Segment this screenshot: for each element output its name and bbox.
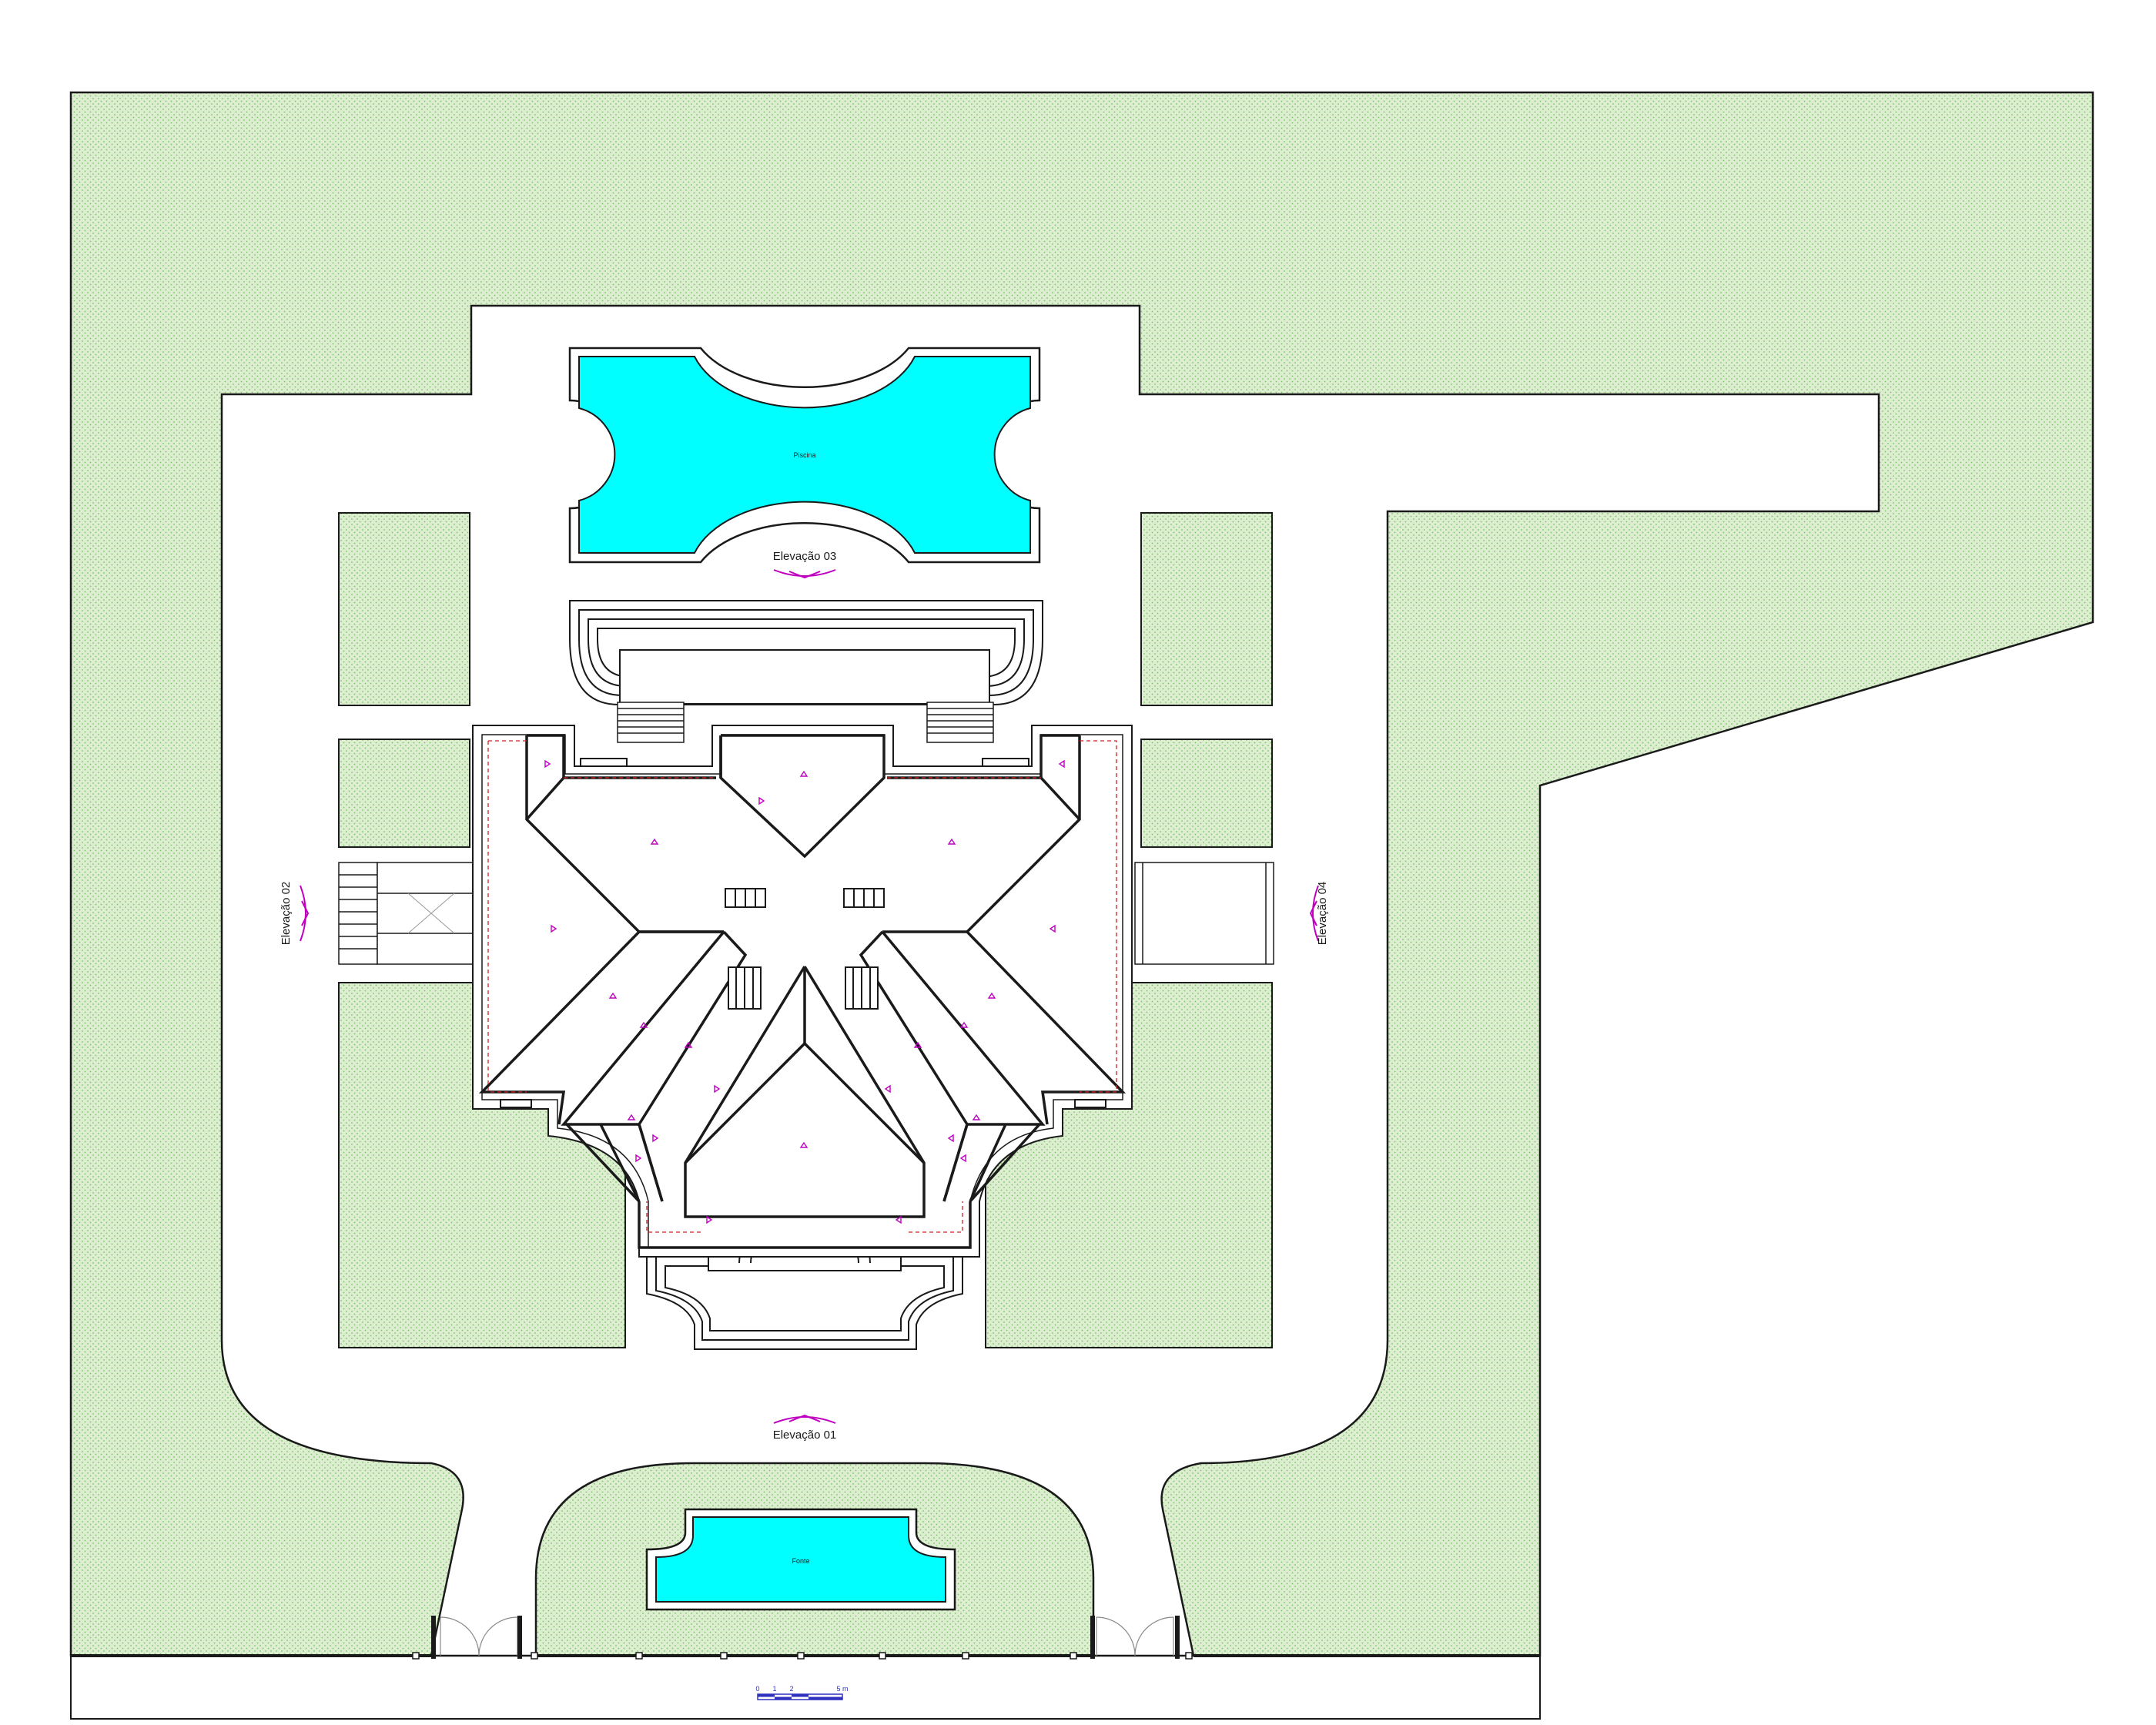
gate-posts (431, 1616, 1180, 1659)
garden-bed-nw (338, 512, 470, 706)
elevation-marker-01: Elevação 01 (773, 1414, 837, 1442)
north-stairs-right (926, 702, 994, 743)
scale-tick-0: 0 (755, 1685, 759, 1693)
scale-tick-5: 5 m (836, 1685, 848, 1693)
elevation-02-label: Elevação 02 (280, 882, 293, 946)
scale-tick-1: 1 (772, 1685, 776, 1693)
skylights (500, 758, 1106, 1108)
elevation-03-label: Elevação 03 (773, 550, 837, 563)
west-porch (338, 862, 478, 965)
garden-bed-ne (1140, 512, 1273, 706)
garden-bed-em (1140, 739, 1273, 848)
elevation-04-label: Elevação 04 (1316, 882, 1329, 946)
roof-slope-arrows (544, 759, 1065, 1224)
eaves-dashed-line (487, 740, 1117, 1233)
garden-bed-wm (338, 739, 470, 848)
north-stairs-left (617, 702, 685, 743)
elevation-marker-03: Elevação 03 (773, 550, 837, 579)
fountain-label: Fonte (792, 1557, 809, 1565)
pool-label: Piscina (793, 451, 815, 459)
elevation-marker-02: Elevação 02 (280, 882, 310, 946)
scale-bar: 0 1 2 5 m (755, 1685, 849, 1700)
fountain-water (655, 1516, 946, 1603)
scale-tick-2: 2 (789, 1685, 793, 1693)
north-terrace (569, 600, 1043, 705)
elevation-marker-04: Elevação 04 (1309, 882, 1329, 946)
east-porch (1134, 862, 1274, 965)
elevation-01-label: Elevação 01 (773, 1429, 837, 1442)
pool-water (578, 356, 1031, 554)
sidewalk-strip (70, 1655, 1541, 1720)
front-fence (71, 1652, 1540, 1660)
